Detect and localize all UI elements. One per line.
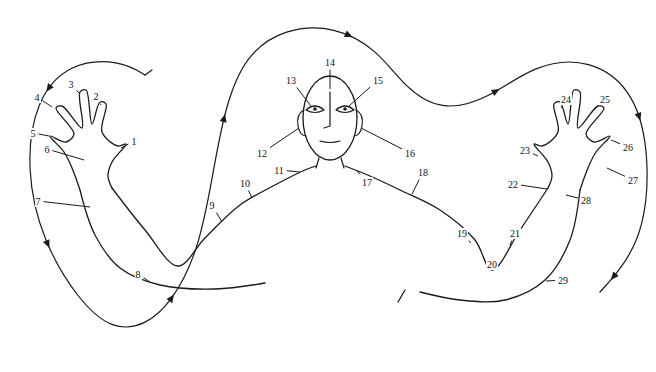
callout-number: 18 — [417, 167, 429, 178]
callout-number: 6 — [44, 144, 51, 155]
leader-line — [44, 202, 91, 207]
left-eye — [306, 106, 324, 113]
callout-number: 10 — [239, 178, 251, 189]
right-arm-outline — [420, 190, 580, 302]
flow-arrowhead — [43, 239, 53, 249]
mouth — [320, 141, 340, 143]
flow-arrowhead — [491, 86, 501, 96]
leader-line — [330, 70, 331, 90]
callout-number: 9 — [209, 200, 216, 211]
right-pupil — [343, 107, 347, 111]
leader-line — [546, 280, 555, 282]
neck-line — [316, 158, 319, 168]
leader-line — [533, 154, 538, 156]
leader-line — [121, 144, 129, 148]
leader-line — [100, 104, 102, 106]
leader-line — [607, 168, 625, 176]
callout-number: 3 — [68, 79, 75, 90]
callout-number: 26 — [622, 142, 634, 153]
flow-arrowhead — [608, 272, 618, 283]
callout-number: 19 — [456, 228, 468, 239]
right-hand — [534, 90, 610, 190]
leader-line — [53, 151, 85, 160]
callout-number: 17 — [361, 177, 373, 188]
nose — [324, 92, 330, 128]
flow-arrowhead — [43, 83, 53, 94]
right-ear — [354, 110, 362, 136]
callout-number: 14 — [324, 57, 336, 68]
leader-line — [566, 195, 578, 198]
leader-line — [39, 134, 50, 136]
leader-line — [510, 241, 512, 246]
neck-line — [341, 158, 344, 168]
left-ear — [298, 110, 306, 136]
leader-line — [412, 180, 419, 195]
callout-number: 27 — [627, 175, 639, 186]
callout-number: 23 — [519, 145, 531, 156]
callout-number: 13 — [285, 75, 297, 86]
leader-line — [561, 107, 563, 109]
leader-line — [287, 171, 300, 172]
flow-arrowhead — [344, 31, 354, 41]
callout-number: 22 — [507, 179, 519, 190]
callout-number: 12 — [256, 148, 268, 159]
left-hand — [50, 90, 126, 190]
leader-line — [594, 107, 598, 111]
flow-arrowhead — [220, 113, 229, 122]
leader-line — [357, 171, 360, 175]
callout-number: 4 — [34, 92, 41, 103]
callout-number: 16 — [404, 148, 416, 159]
callout-number: 25 — [599, 94, 611, 105]
right-eye — [336, 106, 354, 113]
leader-line — [469, 241, 471, 244]
callout-number: 11 — [273, 165, 285, 176]
leader-line — [361, 128, 402, 149]
callout-number: 21 — [509, 228, 521, 239]
callout-number: 20 — [486, 259, 498, 270]
callout-number: 1 — [131, 136, 138, 147]
left-arm-shoulder-outline — [112, 166, 316, 266]
chest-line — [398, 290, 405, 302]
callout-number: 8 — [135, 269, 142, 280]
leader-line — [216, 213, 222, 223]
leader-line — [144, 278, 151, 282]
leader-line — [270, 128, 299, 148]
callout-number: 24 — [560, 94, 572, 105]
leader-line — [611, 140, 620, 144]
callout-number: 2 — [93, 91, 100, 102]
leader-line — [249, 191, 253, 199]
leader-line — [77, 90, 80, 93]
leader-line — [521, 185, 547, 189]
flow-arrowhead — [635, 112, 644, 122]
callout-number: 5 — [30, 128, 37, 139]
right-arm-shoulder-outline — [345, 166, 548, 270]
left-arm-outline — [80, 190, 265, 289]
loop-start-tick — [145, 70, 152, 75]
flow-arrowhead — [167, 293, 177, 304]
callout-number: 7 — [35, 196, 42, 207]
callout-number: 15 — [372, 75, 384, 86]
leader-line — [349, 87, 370, 106]
callout-number: 29 — [557, 275, 569, 286]
leader-line — [297, 88, 311, 107]
left-pupil — [313, 107, 317, 111]
callout-number: 28 — [580, 195, 592, 206]
flow-loop — [30, 28, 647, 327]
leader-line — [43, 101, 53, 107]
